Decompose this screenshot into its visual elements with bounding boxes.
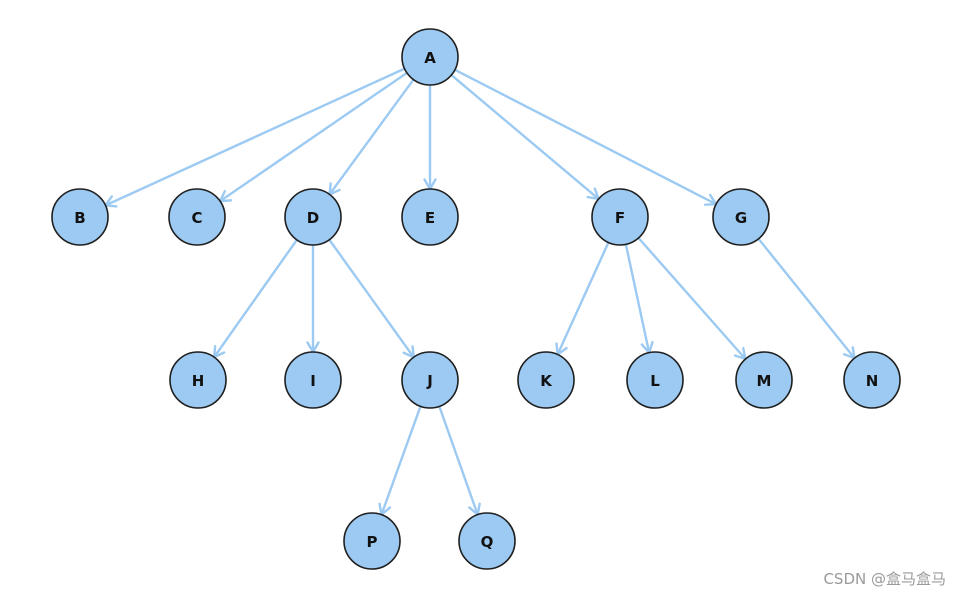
nodes-layer: A B C D E F G H I J K L M N P Q — [51, 28, 901, 570]
node-circle — [843, 351, 901, 409]
node-i: I — [284, 351, 342, 409]
node-f: F — [591, 188, 649, 246]
node-label: L — [650, 372, 660, 390]
node-a: A — [401, 28, 459, 86]
node-label: I — [310, 372, 316, 390]
edge-line — [637, 236, 747, 361]
node-label: G — [735, 209, 747, 227]
node-circle — [401, 28, 459, 86]
edge-d-j — [328, 238, 415, 359]
edge-line — [556, 241, 610, 356]
edge-line — [104, 67, 406, 207]
edge-f-m — [637, 236, 747, 361]
node-p: P — [343, 512, 401, 570]
node-m: M — [735, 351, 793, 409]
node-label: Q — [481, 533, 494, 551]
node-circle — [343, 512, 401, 570]
node-circle — [517, 351, 575, 409]
edge-g-n — [757, 237, 856, 360]
node-circle — [51, 188, 109, 246]
node-circle — [458, 512, 516, 570]
node-l: L — [626, 351, 684, 409]
node-label: P — [367, 533, 378, 551]
node-h: H — [169, 351, 227, 409]
node-c: C — [168, 188, 226, 246]
node-circle — [735, 351, 793, 409]
node-circle — [284, 188, 342, 246]
node-label: D — [307, 209, 319, 227]
edge-line — [328, 238, 415, 359]
edge-a-g — [453, 68, 718, 206]
node-label: K — [540, 372, 553, 390]
edge-line — [218, 71, 409, 203]
node-circle — [401, 351, 459, 409]
node-label: E — [425, 209, 435, 227]
node-b: B — [51, 188, 109, 246]
edge-d-i — [306, 243, 320, 354]
node-label: N — [866, 372, 879, 390]
node-circle — [712, 188, 770, 246]
node-label: J — [426, 372, 433, 390]
node-circle — [626, 351, 684, 409]
node-circle — [284, 351, 342, 409]
edge-a-c — [218, 71, 409, 203]
edge-f-l — [624, 243, 654, 354]
node-n: N — [843, 351, 901, 409]
node-label: F — [615, 209, 625, 227]
edge-f-k — [555, 241, 610, 356]
edge-line — [328, 78, 415, 196]
edge-a-f — [450, 73, 600, 201]
edge-line — [450, 73, 600, 201]
node-e: E — [401, 188, 459, 246]
node-circle — [401, 188, 459, 246]
watermark-text: CSDN @盒马盒马 — [823, 570, 946, 588]
edge-j-p — [378, 405, 422, 516]
node-label: M — [757, 372, 772, 390]
node-k: K — [517, 351, 575, 409]
edge-line — [380, 405, 422, 516]
node-label: C — [191, 209, 202, 227]
node-j: J — [401, 351, 459, 409]
edge-line — [624, 243, 651, 354]
edge-d-h — [212, 238, 299, 359]
edge-line — [453, 68, 718, 206]
node-circle — [169, 351, 227, 409]
node-circle — [591, 188, 649, 246]
edge-line — [757, 237, 856, 360]
node-circle — [168, 188, 226, 246]
node-d: D — [284, 188, 342, 246]
edge-j-q — [438, 405, 481, 516]
node-q: Q — [458, 512, 516, 570]
edge-a-e — [423, 83, 437, 191]
edges-layer — [104, 67, 856, 516]
edge-line — [438, 405, 479, 516]
node-label: A — [424, 49, 436, 67]
edge-a-b — [104, 67, 406, 208]
node-g: G — [712, 188, 770, 246]
edge-line — [212, 238, 299, 359]
node-label: H — [192, 372, 205, 390]
node-label: B — [74, 209, 85, 227]
